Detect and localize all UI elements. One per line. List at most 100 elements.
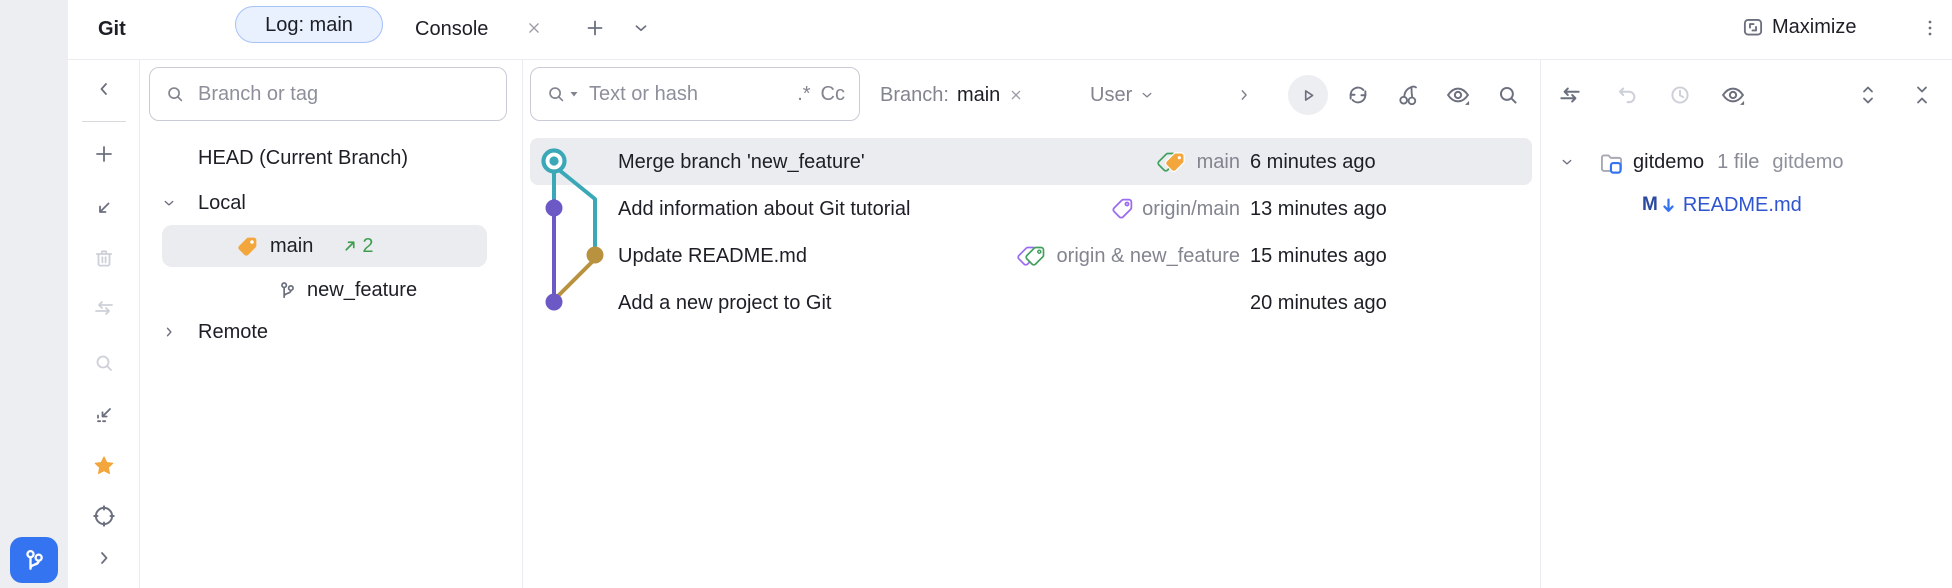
- undo-icon: [1618, 87, 1636, 104]
- more-tools-button[interactable]: [88, 542, 120, 574]
- chevron-right-icon: [1241, 90, 1247, 100]
- chevron-right-icon: [101, 552, 108, 564]
- git-branch-icon: [26, 549, 43, 570]
- tool-label: Git: [98, 18, 126, 40]
- navigate-to-log-button[interactable]: [88, 399, 120, 431]
- branch-filter-value: main: [956, 84, 1001, 106]
- chevron-right-icon: [166, 327, 172, 337]
- ahead-badge: 2: [341, 234, 373, 258]
- tree-item-branch-new-feature[interactable]: new_feature: [276, 276, 417, 304]
- log-search-box: .* Cc: [530, 67, 860, 121]
- log-search-input[interactable]: [589, 82, 788, 106]
- details-view-options-button[interactable]: [1717, 79, 1749, 111]
- ref-name: origin & new_feature: [1056, 244, 1240, 267]
- regex-toggle[interactable]: .*: [797, 83, 811, 105]
- compare-branches-button[interactable]: [88, 292, 120, 324]
- eye-icon: [1721, 87, 1745, 105]
- dashed-arrow-icon: [97, 408, 111, 423]
- expand-all-button[interactable]: [1852, 79, 1884, 111]
- ref-name: main: [1196, 150, 1240, 173]
- branch-search-input[interactable]: [198, 82, 492, 106]
- delete-branch-button[interactable]: [88, 242, 120, 274]
- tab-console[interactable]: Console: [415, 18, 489, 40]
- toolwindow-header: Git Log: main Console Maximize: [68, 0, 1952, 60]
- module-folder-icon: [1600, 153, 1623, 174]
- search-icon: [96, 355, 112, 371]
- git-toolwindow-button[interactable]: [10, 537, 58, 583]
- double-tag-icon: [1157, 151, 1185, 172]
- ahead-count: 2: [362, 235, 374, 257]
- tag-icon: [238, 237, 257, 256]
- commit-row[interactable]: Update README.md origin & new_feature 15…: [530, 232, 1532, 279]
- plus-icon: [587, 20, 603, 36]
- changed-files-root-row[interactable]: gitdemo 1 file gitdemo: [1558, 147, 1844, 177]
- tag-icon: [1112, 198, 1133, 219]
- ref-name: origin/main: [1142, 197, 1240, 220]
- show-history-button[interactable]: [1664, 79, 1696, 111]
- commit-subject: Merge branch 'new_feature': [618, 150, 865, 173]
- tree-item-head[interactable]: HEAD (Current Branch): [198, 147, 409, 169]
- new-tab-button[interactable]: [579, 12, 611, 44]
- commit-refs: origin/main: [1110, 196, 1240, 221]
- commit-graph: [541, 148, 604, 311]
- search-branch-button[interactable]: [88, 347, 120, 379]
- tree-item-branch-main[interactable]: main 2: [162, 225, 487, 267]
- down-arrow-icon: [1663, 198, 1674, 212]
- double-tag-icon: [1016, 246, 1044, 266]
- tab-list-dropdown[interactable]: [625, 12, 657, 44]
- maximize-label: Maximize: [1772, 16, 1857, 38]
- caret-down-icon: [570, 92, 578, 97]
- target-icon: [93, 505, 115, 527]
- compare-with-local-button[interactable]: [1554, 79, 1586, 111]
- commit-row[interactable]: Add information about Git tutorial origi…: [530, 185, 1532, 232]
- go-to-hash-button[interactable]: [1288, 75, 1328, 115]
- commit-refs: origin & new_feature: [1016, 243, 1240, 269]
- collapse-all-button[interactable]: [1906, 79, 1938, 111]
- git-left-toolbar: [68, 0, 139, 588]
- search-options-button[interactable]: [545, 83, 579, 105]
- branch-name: main: [270, 235, 314, 257]
- markdown-file-icon: M: [1642, 194, 1658, 215]
- navigate-to-selection-button[interactable]: [88, 500, 120, 532]
- local-group-toggle[interactable]: [155, 189, 183, 217]
- commit-row[interactable]: Add a new project to Git 20 minutes ago: [530, 279, 1532, 326]
- user-filter[interactable]: User: [1090, 81, 1156, 109]
- maximize-icon: [1743, 19, 1763, 36]
- tree-group-remote[interactable]: Remote: [198, 321, 269, 343]
- new-branch-button[interactable]: [88, 138, 120, 170]
- plus-icon: [96, 146, 112, 162]
- branch-name: new_feature: [307, 279, 418, 301]
- log-search-button[interactable]: [1492, 79, 1524, 111]
- chevron-down-icon: [1562, 159, 1572, 165]
- toolwindow-bar: [0, 0, 68, 588]
- commit-refs: main: [1156, 149, 1240, 175]
- chevron-left-icon: [100, 83, 107, 95]
- changed-file-row[interactable]: M README.md: [1642, 191, 1802, 219]
- toolbar-divider: [82, 121, 126, 122]
- remote-group-toggle[interactable]: [155, 318, 183, 346]
- play-icon: [1304, 90, 1314, 101]
- checkout-button[interactable]: [88, 192, 120, 224]
- hide-panel-button[interactable]: [88, 73, 120, 105]
- revert-button[interactable]: [1611, 79, 1643, 111]
- favorites-button[interactable]: [88, 450, 120, 482]
- branch-filter-label: Branch:: [880, 84, 949, 106]
- refresh-button[interactable]: [1342, 79, 1374, 111]
- commit-row[interactable]: Merge branch 'new_feature' main 6 minute…: [530, 138, 1532, 185]
- cherry-pick-button[interactable]: [1392, 79, 1424, 111]
- branch-filter[interactable]: Branch: main: [880, 81, 1024, 109]
- options-menu-button[interactable]: [1914, 12, 1946, 44]
- close-icon: [529, 23, 539, 33]
- user-filter-label: User: [1090, 84, 1133, 106]
- tree-group-local[interactable]: Local: [198, 192, 246, 214]
- close-console-button[interactable]: [518, 12, 550, 44]
- chevron-down-icon: [164, 200, 174, 206]
- commit-node-purple: [545, 293, 563, 311]
- close-icon[interactable]: [1008, 87, 1024, 103]
- tab-log-main[interactable]: Log: main: [235, 6, 383, 43]
- more-filters-button[interactable]: [1228, 79, 1260, 111]
- maximize-button[interactable]: Maximize: [1740, 14, 1856, 40]
- log-view-options-button[interactable]: [1442, 79, 1474, 111]
- match-case-toggle[interactable]: Cc: [820, 83, 845, 105]
